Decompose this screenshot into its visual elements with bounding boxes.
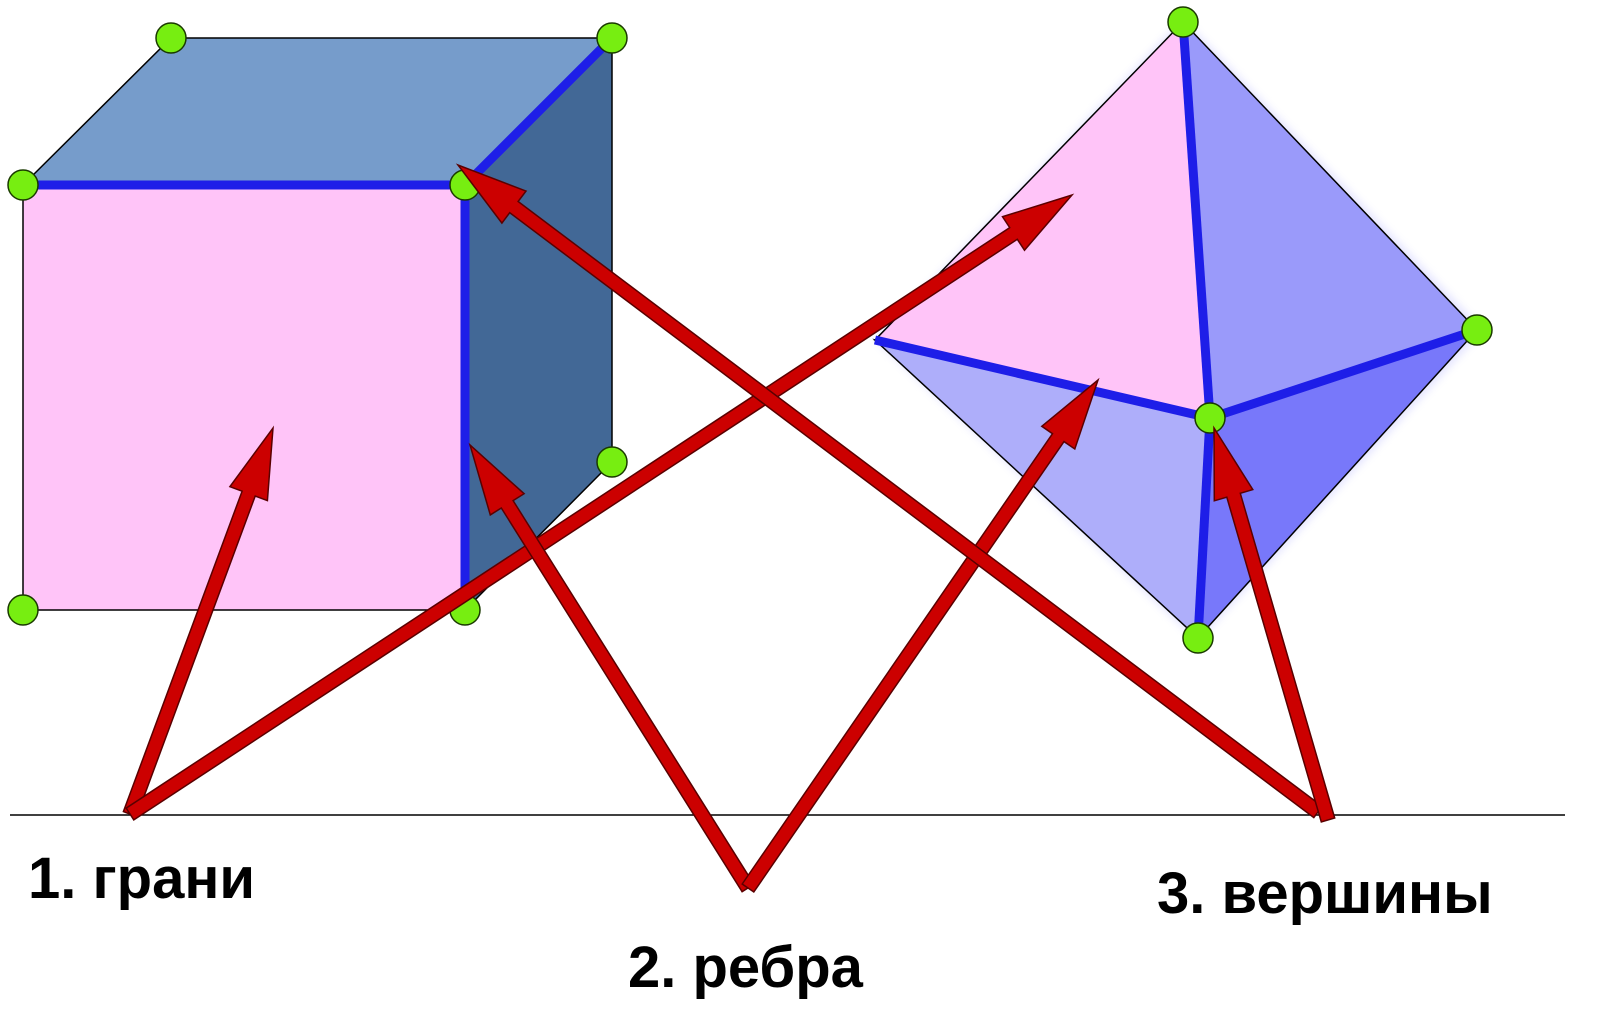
vertex-marker bbox=[7, 594, 39, 626]
arrow-vertices-to-cube-vertex bbox=[455, 163, 1324, 819]
label-vertices: 3. вершины bbox=[1157, 861, 1493, 926]
vertex-marker bbox=[155, 22, 187, 54]
vertex-marker bbox=[1194, 402, 1226, 434]
arrow-edges-to-cube-edge bbox=[468, 442, 755, 893]
octahedron-edge-right bbox=[1208, 325, 1479, 423]
arrow-faces-to-cube-face bbox=[122, 425, 274, 818]
vertex-marker bbox=[596, 446, 628, 478]
arrow-edges-to-octahedron-edge bbox=[741, 377, 1100, 894]
label-faces: 1. грани bbox=[28, 846, 255, 911]
arrow-vertices-to-octahedron-vertex bbox=[1213, 425, 1336, 823]
vertex-marker bbox=[596, 22, 628, 54]
vertex-marker bbox=[1461, 314, 1493, 346]
label-edges: 2. ребра bbox=[628, 935, 864, 1000]
arrow-faces-to-octahedron-face bbox=[125, 193, 1075, 821]
octahedron-edge-top bbox=[1178, 21, 1215, 419]
cube-front-face bbox=[22, 184, 466, 611]
vertex-marker bbox=[1182, 622, 1214, 654]
octahedron-edge-bottom bbox=[1193, 417, 1215, 639]
cube-edge-top-right bbox=[461, 34, 616, 189]
vertex-marker bbox=[7, 169, 39, 201]
octahedron-edge-left bbox=[873, 335, 1212, 423]
vertex-marker bbox=[1167, 6, 1199, 38]
arrows bbox=[122, 163, 1336, 894]
